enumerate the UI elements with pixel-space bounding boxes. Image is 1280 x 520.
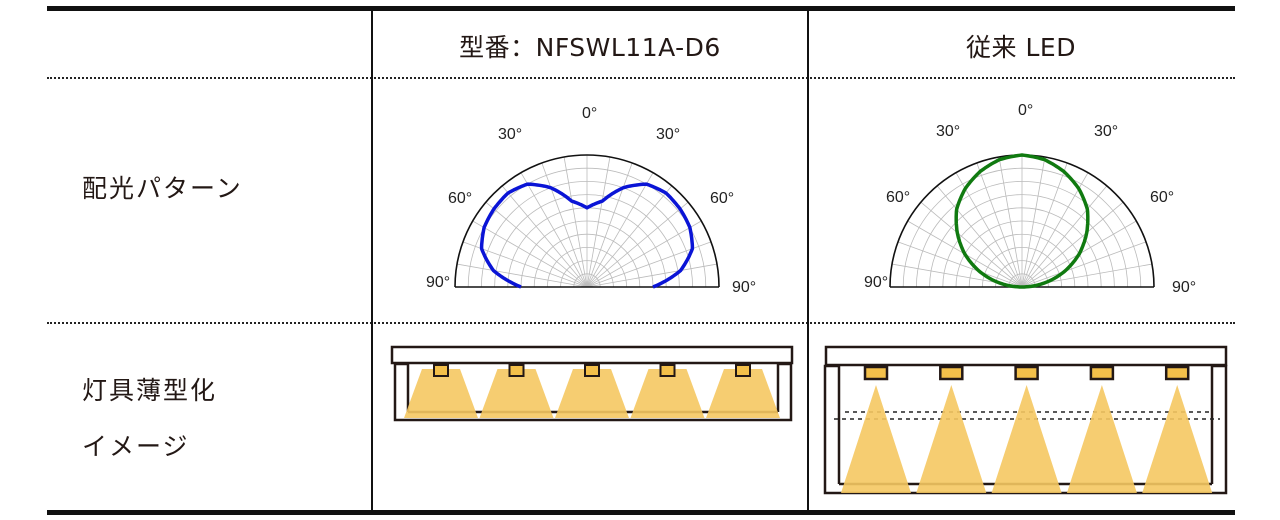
grid-spoke [520, 172, 588, 288]
grid-spoke [1021, 172, 1089, 288]
grid-spoke [586, 263, 718, 288]
angle-label-30-left: 30° [498, 126, 522, 143]
angle-label-60-right: 60° [1150, 189, 1174, 206]
led-chip [584, 364, 600, 377]
led-chip [508, 364, 525, 377]
grid-spoke [563, 156, 588, 288]
intensity-curve [479, 182, 695, 289]
row-label-distribution: 配光パターン [82, 174, 243, 203]
grid-spoke [1021, 185, 1108, 288]
grid-spoke [586, 162, 633, 288]
header-divider [47, 77, 1235, 79]
conventional-fixture-illustration [823, 345, 1228, 495]
fixture-top-plate [390, 345, 794, 365]
light-beam [916, 385, 987, 493]
grid-spoke [998, 156, 1023, 288]
grid-spoke [1021, 201, 1124, 288]
polar-chart-model: 0° 30° 30° 60° 60° 90° 90° [426, 105, 756, 296]
table-top-border [47, 6, 1235, 11]
grid-spoke [472, 220, 588, 288]
angle-label-30-right: 30° [1094, 123, 1118, 140]
grid-spoke [976, 162, 1023, 288]
grid-spoke [1021, 241, 1147, 288]
grid-spoke [936, 185, 1023, 288]
led-chip [1164, 365, 1190, 381]
outer-arc [454, 154, 720, 288]
thin-fixture-illustration [390, 345, 794, 422]
angle-label-60-left: 60° [448, 190, 472, 207]
column-header-conventional: 従来 LED [966, 33, 1076, 62]
light-beam [404, 369, 478, 418]
light-beam [630, 369, 705, 418]
angle-label-0: 0° [582, 105, 597, 122]
column-divider-1 [371, 11, 373, 510]
grid-spoke [897, 241, 1023, 288]
grid-spoke [501, 185, 588, 288]
angle-label-90-left: 90° [426, 274, 450, 291]
grid-spoke [485, 201, 588, 288]
fixture-top-plate [824, 345, 1228, 367]
led-chip [735, 364, 751, 377]
grid-spoke [586, 185, 673, 288]
fixture-body [393, 362, 793, 422]
light-beam [1142, 385, 1213, 493]
polar-chart-conventional: 0° 30° 30° 60° 60° 90° 90° [864, 102, 1196, 296]
light-beam [841, 385, 911, 493]
light-beam [991, 385, 1062, 493]
grid-spoke [920, 201, 1023, 288]
angle-label-60-right: 60° [710, 190, 734, 207]
column-divider-2 [807, 11, 809, 510]
led-chip [659, 364, 676, 377]
column-header-model: 型番：NFSWL11A-D6 [459, 33, 721, 62]
grid-spoke [1021, 156, 1046, 288]
angle-label-90-left: 90° [864, 274, 888, 291]
led-chip [1014, 365, 1039, 381]
light-beam [479, 369, 554, 418]
angle-label-60-left: 60° [886, 189, 910, 206]
led-chip [863, 365, 889, 381]
angle-label-30-left: 30° [936, 123, 960, 140]
grid-spoke [586, 201, 689, 288]
angle-label-30-right: 30° [656, 126, 680, 143]
grid-spoke [1021, 162, 1068, 288]
light-beam [555, 369, 629, 418]
grid-spoke [586, 220, 702, 288]
grid-spoke [456, 263, 588, 288]
angle-label-0: 0° [1018, 102, 1033, 119]
angle-label-90-right: 90° [1172, 279, 1196, 296]
angle-label-90-right: 90° [732, 279, 756, 296]
grid-spoke [541, 162, 588, 288]
row-label-thin-line2: イメージ [82, 432, 190, 461]
row-divider [47, 322, 1235, 324]
intensity-curve [954, 153, 1090, 289]
led-chip [1089, 365, 1115, 381]
light-beam [706, 369, 780, 418]
light-beam [1066, 385, 1137, 493]
grid-spoke [586, 172, 654, 288]
led-chip [433, 364, 449, 377]
led-chip [939, 365, 964, 381]
table-bottom-border [47, 510, 1235, 515]
grid-spoke [955, 172, 1023, 288]
row-label-thin-line1: 灯具薄型化 [82, 376, 218, 405]
grid-spoke [586, 156, 611, 288]
